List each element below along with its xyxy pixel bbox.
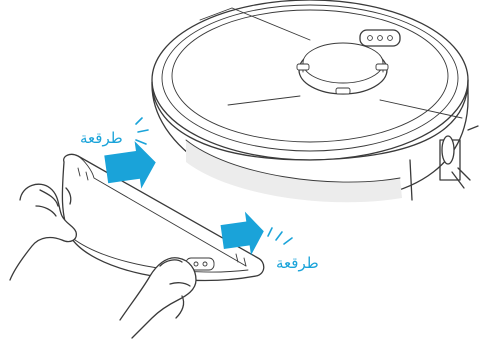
lower-click-label: طرقعة bbox=[276, 254, 319, 272]
side-wheel bbox=[442, 136, 454, 164]
upper-click-label: طرقعة bbox=[80, 129, 123, 147]
lidar-notch-front bbox=[336, 88, 350, 94]
robot-vacuum bbox=[152, 0, 478, 202]
lidar-notch-left bbox=[297, 64, 309, 70]
button-panel bbox=[360, 30, 400, 46]
lidar-notch-right bbox=[376, 64, 388, 70]
lidar-turret-top bbox=[303, 43, 383, 83]
side-bristle-top bbox=[468, 126, 478, 130]
